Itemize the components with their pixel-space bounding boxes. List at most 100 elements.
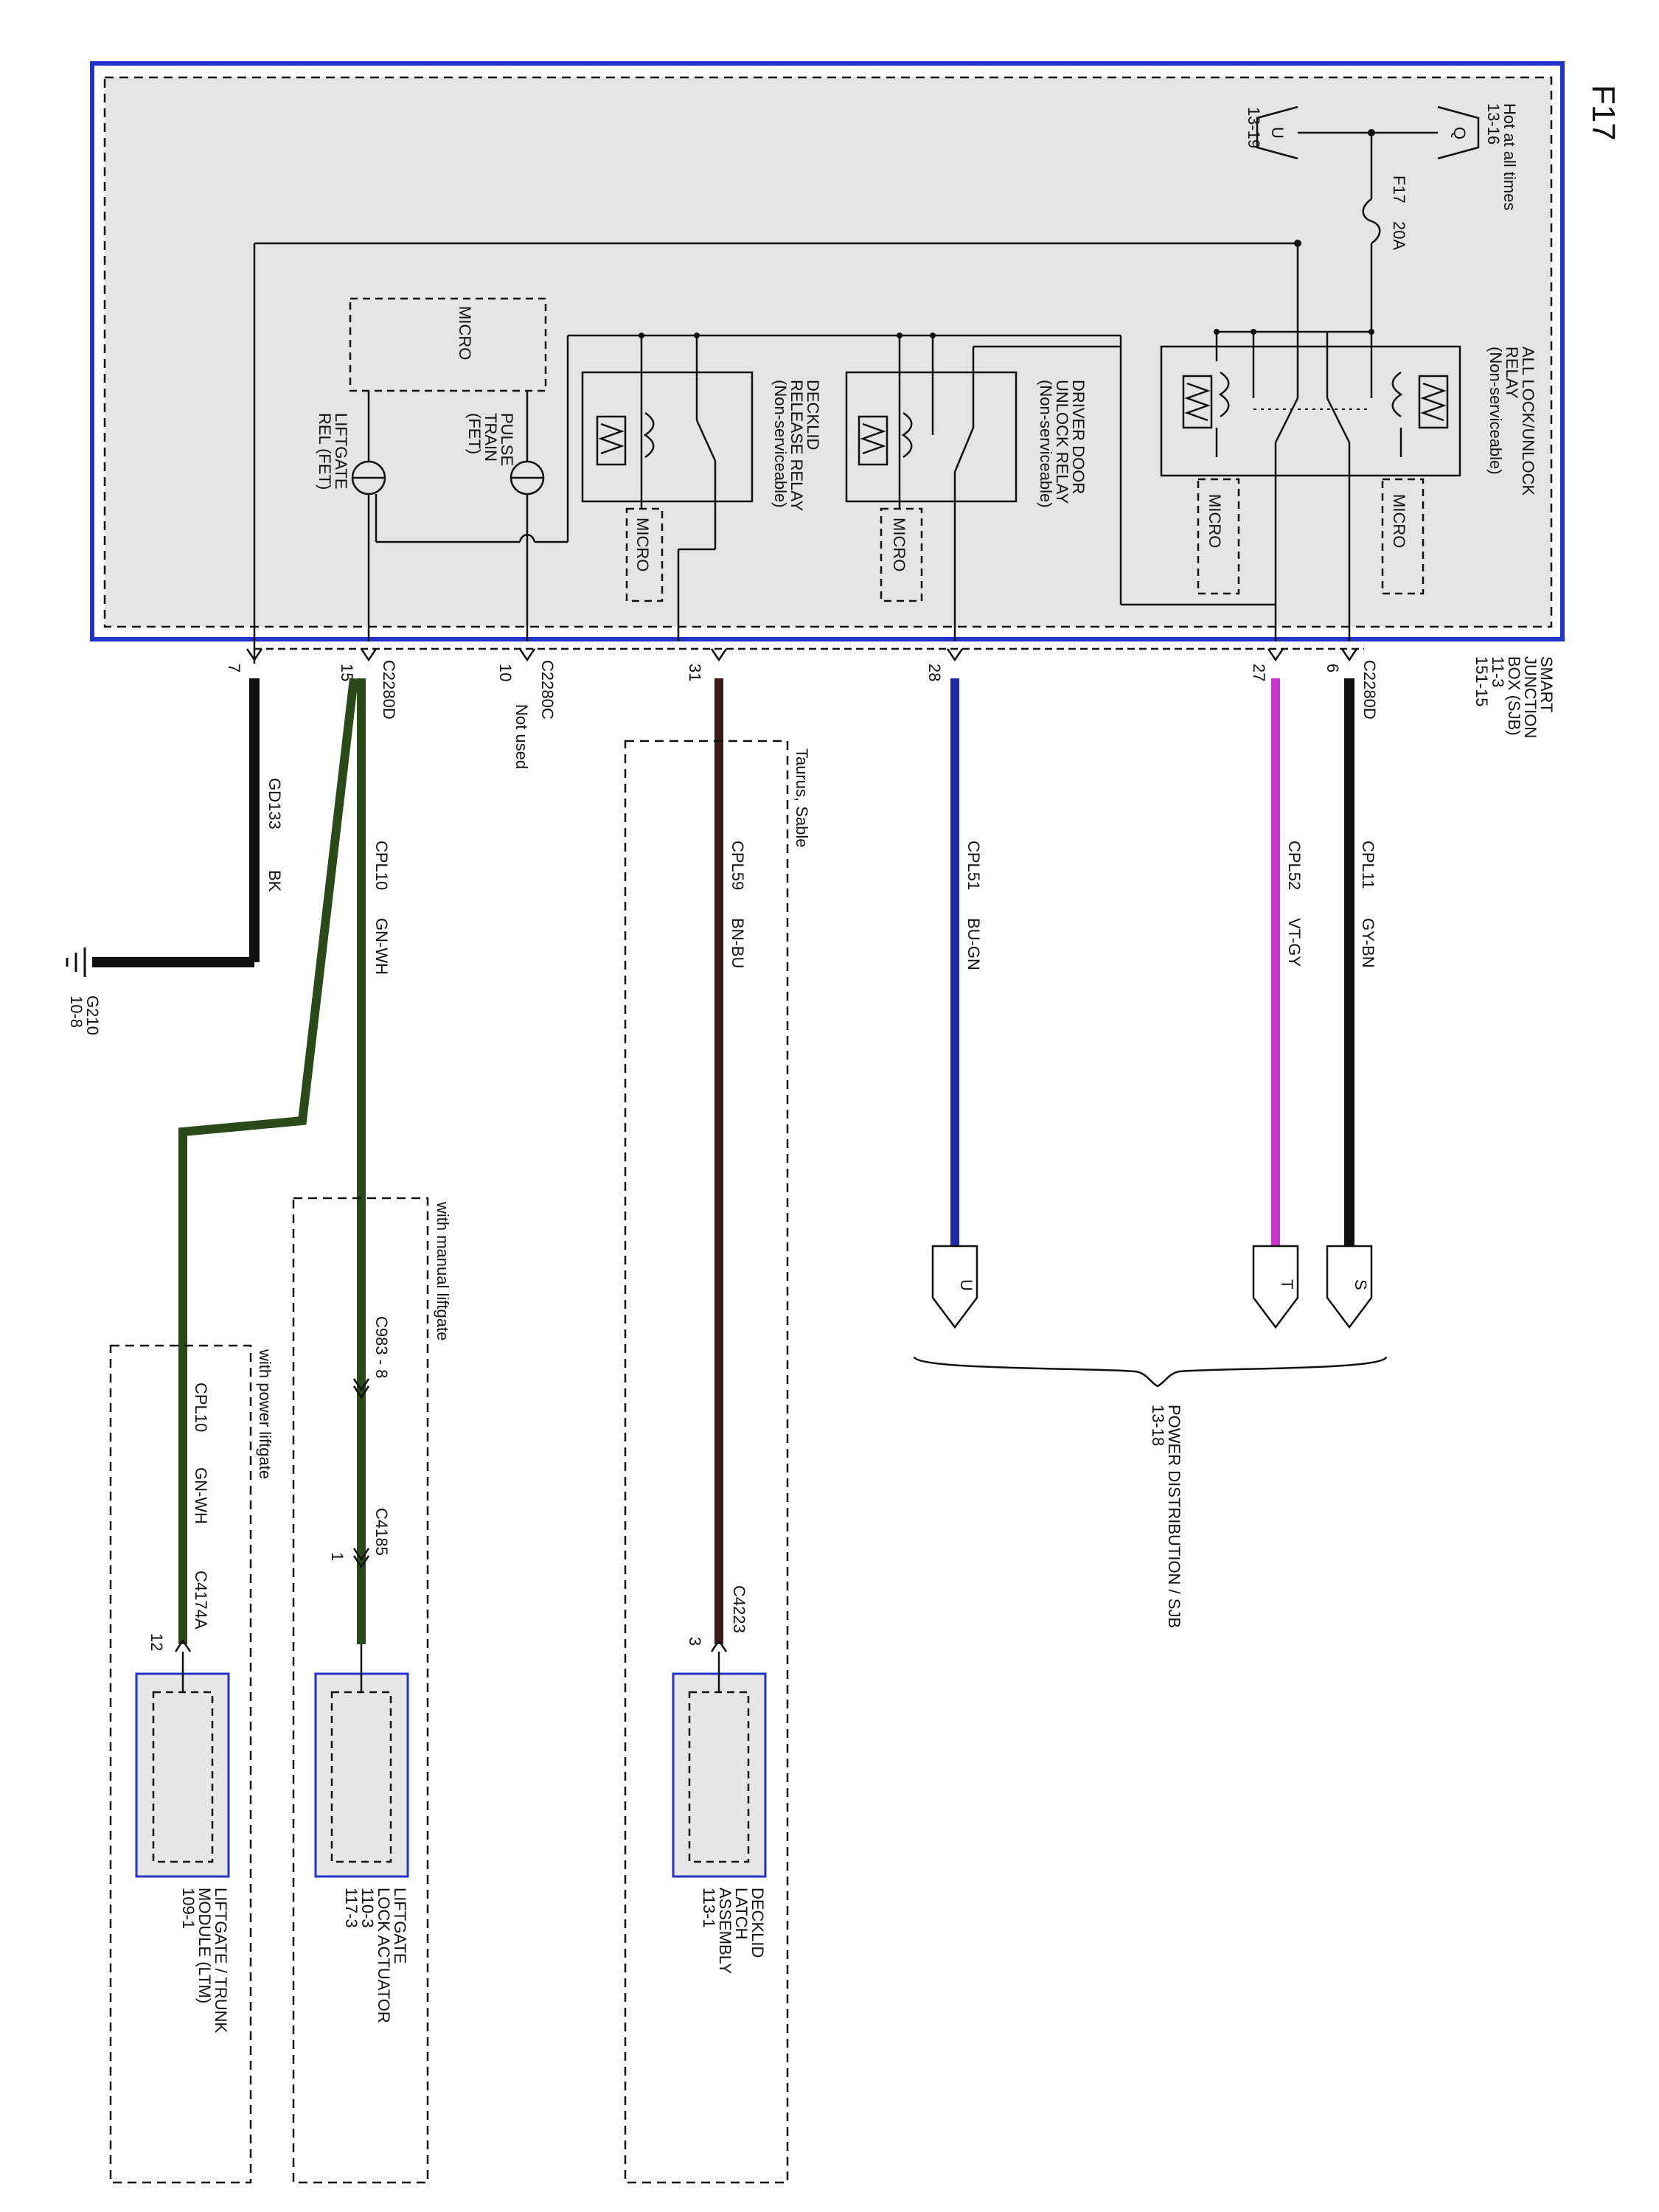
smart-junction-box bbox=[90, 61, 1565, 641]
liftgate-rel-label: LIFTGATE bbox=[332, 413, 350, 490]
power-output-u: U 13-19 bbox=[1245, 105, 1386, 160]
pin-1: 1 bbox=[328, 1552, 347, 1561]
connector-c2280d: C2280D bbox=[380, 660, 398, 720]
circuit-label: GD133 bbox=[265, 778, 284, 830]
micro-label: MICRO bbox=[633, 518, 652, 571]
pin-12: 12 bbox=[147, 1633, 166, 1651]
fuse-rating: 20A bbox=[1390, 221, 1408, 250]
sjb-label-line: 11-3 bbox=[1489, 656, 1507, 687]
circuit-label: CPL10 bbox=[372, 841, 391, 890]
micro-label: MICRO bbox=[890, 518, 908, 571]
connector-c4185: C4185 bbox=[372, 1508, 391, 1556]
circuit-color: GY-BN bbox=[1359, 918, 1377, 968]
sjb-label-line: JUNCTION bbox=[1521, 656, 1540, 738]
sjb-label: SMART JUNCTION BOX (SJB) 11-3 151-15 bbox=[1472, 656, 1556, 738]
relay-label: DRIVER DOOR bbox=[1069, 380, 1088, 494]
output-ref: 13-19 bbox=[1245, 107, 1263, 148]
component-label: LIFTGATE bbox=[391, 1888, 409, 1964]
hot-ref: 13-16 bbox=[1484, 103, 1503, 145]
taurus-sable: Taurus, Sable bbox=[793, 748, 811, 848]
circuit-color: GN-WH bbox=[372, 918, 391, 975]
circuit-color: VT-GY bbox=[1285, 918, 1304, 967]
power-distribution-title: POWER DISTRIBUTION / SJB bbox=[1165, 1405, 1183, 1628]
fuse-f17: F17 20A bbox=[1362, 133, 1408, 335]
component-label: LIFTGATE / TRUNK bbox=[212, 1888, 230, 2034]
ground-name: G210 bbox=[83, 995, 102, 1035]
driver-door-unlock-relay: MICRO DRIVER DOOR UNLOCK RELAY (Non-serv… bbox=[845, 333, 1121, 641]
sjb-label-line: BOX (SJB) bbox=[1505, 656, 1523, 736]
pin-28: 28 bbox=[925, 664, 944, 681]
terminal-u: U bbox=[957, 1279, 975, 1291]
connector-c4223: C4223 bbox=[730, 1585, 748, 1633]
sjb-label-line: 151-15 bbox=[1472, 656, 1491, 707]
pin-6: 6 bbox=[1324, 664, 1342, 672]
wire-labels: CPL11 GY-BN CPL52 VT-GY CPL51 BU-GN CPL5… bbox=[265, 778, 1377, 975]
connector-c2280d: C2280D bbox=[1360, 660, 1379, 720]
not-used: Not used bbox=[512, 704, 531, 769]
terminal-s: S bbox=[1352, 1279, 1370, 1290]
page-code: F17 bbox=[1585, 85, 1621, 141]
top-bus bbox=[253, 240, 1301, 664]
output-letter: U bbox=[1268, 127, 1287, 139]
with-manual-liftgate: with manual liftgate bbox=[434, 1201, 452, 1340]
hot-at-all-times: Hot at all times bbox=[1500, 103, 1519, 211]
component-label: ASSEMBLY bbox=[716, 1888, 734, 1974]
decklid-latch-group: Taurus, Sable C4223 3 DECKLID LATCH ASSE… bbox=[624, 740, 811, 2184]
connector-c983: C983 - 8 bbox=[372, 1316, 391, 1378]
relay-label: UNLOCK RELAY bbox=[1053, 380, 1071, 504]
component-label: 113-1 bbox=[700, 1888, 718, 1928]
liftgate-trunk-module bbox=[135, 1672, 230, 1878]
pulse-train-label: PULSE bbox=[498, 413, 516, 466]
pin-27: 27 bbox=[1250, 664, 1268, 681]
all-lock-unlock-relay: MICRO MICRO ALL LOCK/UNLOCK RELAY (Non-s… bbox=[1160, 329, 1537, 641]
component-label: 117-3 bbox=[342, 1888, 361, 1928]
component-label: LATCH bbox=[732, 1888, 751, 1940]
wire-cpl10-power bbox=[178, 678, 358, 1644]
power-distribution: S T U POWER DISTRIBUTION / SJB 13-18 bbox=[913, 1245, 1388, 1628]
circuit-label: CPL52 bbox=[1285, 841, 1304, 890]
decklid-release-relay: MICRO DECKLID RELEASE RELAY (Non-service… bbox=[581, 333, 822, 641]
liftgate-lock-actuator bbox=[314, 1672, 409, 1878]
terminal-t: T bbox=[1278, 1279, 1296, 1289]
circuit-label: CPL51 bbox=[964, 841, 983, 890]
ground-g210: G210 10-8 bbox=[66, 947, 102, 1035]
circuit-color: BU-GN bbox=[964, 918, 983, 970]
pin-3: 3 bbox=[686, 1637, 704, 1646]
connector-pins: C2280D 6 27 28 31 C2280C 10 Not used C22… bbox=[225, 647, 1379, 769]
liftgate-rel-label: REL (FET) bbox=[316, 413, 334, 490]
ground-ref: 10-8 bbox=[67, 995, 86, 1028]
micro-label: MICRO bbox=[1206, 494, 1224, 548]
component-label: 110-3 bbox=[358, 1888, 377, 1928]
manual-liftgate-group: with manual liftgate C983 - 8 C4185 1 LI… bbox=[292, 1197, 452, 2184]
connector-c4174a: C4174A bbox=[192, 1571, 210, 1630]
relay-label: RELEASE RELAY bbox=[787, 380, 806, 511]
fuse-name: F17 bbox=[1390, 175, 1408, 204]
component-label: LOCK ACTUATOR bbox=[375, 1888, 393, 2023]
with-power-liftgate: with power liftgate bbox=[256, 1349, 274, 1479]
circuit-label: CPL11 bbox=[1359, 841, 1377, 889]
micro-label: MICRO bbox=[456, 306, 474, 360]
pin-7: 7 bbox=[225, 664, 243, 672]
relay-label: DECKLID bbox=[804, 380, 822, 450]
connector-c2280c: C2280C bbox=[538, 660, 557, 720]
component-label: MODULE (LTM) bbox=[195, 1888, 214, 2003]
power-input-q: Q Hot at all times 13-16 bbox=[1386, 103, 1519, 211]
circuit-label: CPL10 bbox=[192, 1382, 210, 1432]
micro-label: MICRO bbox=[1390, 494, 1408, 548]
sjb-label-line: SMART bbox=[1537, 656, 1556, 713]
micro-fet-block: MICRO PULSE TRAIN (FET) LIFTGATE REL (FE… bbox=[316, 297, 569, 641]
circuit-color: BN-BU bbox=[728, 918, 747, 968]
pulse-train-label: TRAIN bbox=[481, 413, 500, 462]
circuit-color: GN-WH bbox=[192, 1467, 210, 1524]
relay-label: (Non-serviceable) bbox=[771, 380, 790, 508]
component-label: 109-1 bbox=[179, 1888, 198, 1929]
component-label: DECKLID bbox=[748, 1888, 767, 1958]
pin-10: 10 bbox=[496, 664, 515, 681]
relay-label: ALL LOCK/UNLOCK bbox=[1519, 347, 1537, 495]
relay-label: (Non-serviceable) bbox=[1486, 347, 1505, 475]
input-letter: Q bbox=[1450, 127, 1469, 139]
pulse-train-label: (FET) bbox=[465, 413, 484, 454]
relay-label: (Non-serviceable) bbox=[1037, 380, 1055, 508]
circuit-color: BK bbox=[265, 870, 284, 892]
